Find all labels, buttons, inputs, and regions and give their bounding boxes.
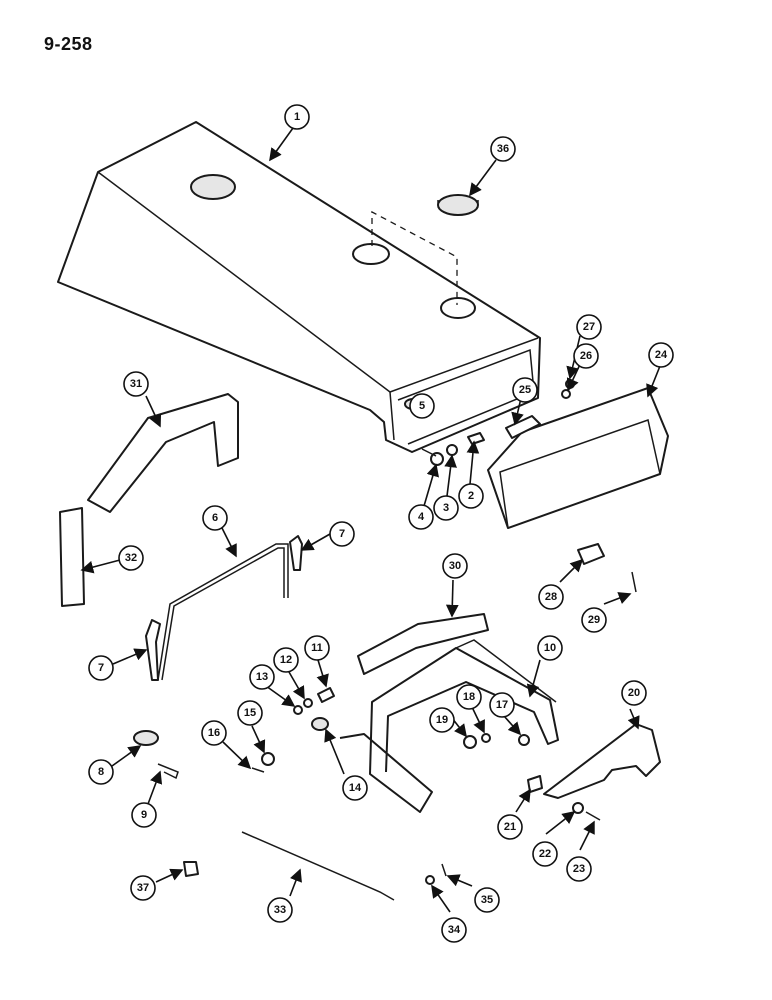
svg-text:30: 30 bbox=[449, 560, 461, 572]
callout-15: 15 bbox=[237, 700, 263, 726]
callout-33: 33 bbox=[267, 897, 293, 923]
svg-text:3: 3 bbox=[443, 502, 449, 514]
hood-panel bbox=[57, 121, 541, 453]
callout-17: 17 bbox=[489, 692, 515, 718]
callout-7-right: 7 bbox=[329, 521, 355, 547]
callout-13: 13 bbox=[249, 664, 275, 690]
callout-27: 27 bbox=[576, 314, 602, 340]
plug-cap bbox=[437, 194, 479, 216]
callout-3: 3 bbox=[433, 495, 459, 521]
callout-30: 30 bbox=[442, 553, 468, 579]
callout-20: 20 bbox=[621, 680, 647, 706]
rod-fasteners bbox=[425, 863, 447, 885]
rubber-grip-left bbox=[145, 619, 161, 681]
clip-bolt bbox=[631, 571, 637, 593]
svg-text:37: 37 bbox=[137, 882, 149, 894]
seat-pad bbox=[357, 613, 489, 675]
callout-35: 35 bbox=[474, 887, 500, 913]
svg-text:17: 17 bbox=[496, 699, 508, 711]
grommet bbox=[133, 730, 159, 746]
callout-36: 36 bbox=[490, 136, 516, 162]
callout-4: 4 bbox=[408, 504, 434, 530]
svg-text:22: 22 bbox=[539, 848, 551, 860]
svg-text:13: 13 bbox=[256, 671, 268, 683]
callout-9: 9 bbox=[131, 802, 157, 828]
callout-29: 29 bbox=[581, 607, 607, 633]
svg-text:10: 10 bbox=[544, 642, 556, 654]
svg-text:25: 25 bbox=[519, 384, 531, 396]
svg-text:28: 28 bbox=[545, 591, 557, 603]
svg-text:27: 27 bbox=[583, 321, 595, 333]
svg-text:35: 35 bbox=[481, 894, 493, 906]
svg-text:5: 5 bbox=[419, 400, 425, 412]
svg-text:29: 29 bbox=[588, 614, 600, 626]
svg-text:8: 8 bbox=[98, 766, 104, 778]
svg-text:1: 1 bbox=[294, 111, 300, 123]
svg-text:7: 7 bbox=[98, 662, 104, 674]
frame-fasteners bbox=[251, 687, 530, 773]
svg-text:9: 9 bbox=[141, 809, 147, 821]
svg-text:26: 26 bbox=[580, 350, 592, 362]
callout-19: 19 bbox=[429, 707, 455, 733]
callout-28: 28 bbox=[538, 584, 564, 610]
svg-text:12: 12 bbox=[280, 654, 292, 666]
callout-10: 10 bbox=[537, 635, 563, 661]
svg-text:18: 18 bbox=[463, 691, 475, 703]
page-number: 9-258 bbox=[44, 34, 93, 54]
cotter-pin bbox=[157, 763, 179, 780]
svg-text:11: 11 bbox=[311, 642, 323, 654]
callout-24: 24 bbox=[648, 342, 674, 368]
callout-14: 14 bbox=[342, 775, 368, 801]
bracket-fasteners bbox=[527, 775, 601, 821]
callout-5: 5 bbox=[409, 393, 435, 419]
svg-text:20: 20 bbox=[628, 687, 640, 699]
svg-text:23: 23 bbox=[573, 863, 585, 875]
linkage-rod bbox=[241, 831, 395, 901]
svg-text:16: 16 bbox=[208, 727, 220, 739]
svg-text:7: 7 bbox=[339, 528, 345, 540]
svg-text:6: 6 bbox=[212, 512, 218, 524]
svg-text:2: 2 bbox=[468, 490, 474, 502]
svg-text:14: 14 bbox=[349, 782, 362, 794]
svg-text:19: 19 bbox=[436, 714, 448, 726]
support-frame bbox=[339, 639, 559, 813]
rubber-strip bbox=[59, 507, 85, 607]
side-arch-panel bbox=[87, 393, 239, 513]
callout-7-left: 7 bbox=[88, 655, 114, 681]
callout-32: 32 bbox=[118, 545, 144, 571]
svg-text:21: 21 bbox=[504, 821, 516, 833]
callout-18: 18 bbox=[456, 684, 482, 710]
callout-1: 1 bbox=[284, 104, 310, 130]
callout-25: 25 bbox=[512, 377, 538, 403]
rod-end-fitting bbox=[183, 861, 199, 877]
callout-16: 16 bbox=[201, 720, 227, 746]
svg-text:32: 32 bbox=[125, 552, 137, 564]
callout-8: 8 bbox=[88, 759, 114, 785]
callout-37: 37 bbox=[130, 875, 156, 901]
svg-text:4: 4 bbox=[418, 511, 425, 523]
svg-text:33: 33 bbox=[274, 904, 286, 916]
callout-34: 34 bbox=[441, 917, 467, 943]
svg-text:24: 24 bbox=[655, 349, 668, 361]
callout-31: 31 bbox=[123, 371, 149, 397]
svg-text:34: 34 bbox=[448, 924, 461, 936]
callout-21: 21 bbox=[497, 814, 523, 840]
callout-22: 22 bbox=[532, 841, 558, 867]
rubber-grip-right bbox=[289, 535, 303, 571]
callout-23: 23 bbox=[566, 856, 592, 882]
callout-6: 6 bbox=[202, 505, 228, 531]
support-rod bbox=[157, 543, 289, 681]
callout-11: 11 bbox=[304, 635, 330, 661]
callout-2: 2 bbox=[458, 483, 484, 509]
rear-cover bbox=[487, 387, 669, 529]
svg-text:31: 31 bbox=[130, 378, 142, 390]
mounting-bracket bbox=[543, 723, 661, 799]
callout-12: 12 bbox=[273, 647, 299, 673]
callout-26: 26 bbox=[573, 343, 599, 369]
svg-text:15: 15 bbox=[244, 707, 256, 719]
svg-text:36: 36 bbox=[497, 143, 509, 155]
